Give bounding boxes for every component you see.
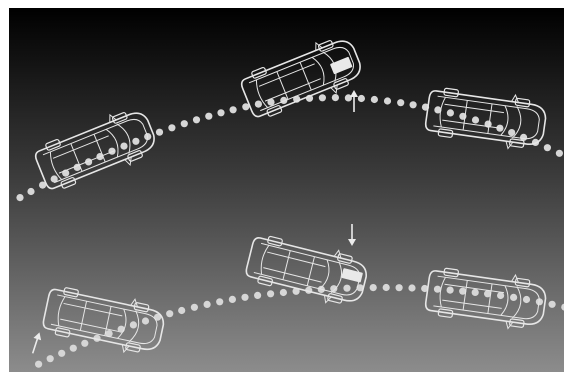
path-dot <box>27 188 34 195</box>
path-dot <box>447 109 454 116</box>
path-dot <box>230 106 237 113</box>
path-dot <box>510 294 517 301</box>
path-dot <box>70 345 77 352</box>
path-dot <box>216 298 223 305</box>
path-dot <box>217 109 224 116</box>
path-dot <box>267 290 274 297</box>
path-dot <box>549 301 556 308</box>
path-dot <box>472 116 479 123</box>
path-dot <box>47 355 54 362</box>
path-dot <box>193 116 200 123</box>
path-dot <box>396 284 403 291</box>
path-dot <box>241 294 248 301</box>
path-dot <box>255 101 262 108</box>
path-dot <box>130 321 137 328</box>
path-dot <box>168 124 175 131</box>
path-dot <box>191 304 198 311</box>
path-dot <box>343 285 350 292</box>
path-dot <box>330 285 337 292</box>
path-dot <box>142 317 149 324</box>
path-dot <box>397 99 404 106</box>
path-dot <box>280 289 287 296</box>
path-dot <box>120 143 127 150</box>
path-dot <box>156 129 163 136</box>
path-dot <box>58 350 65 357</box>
path-dot <box>383 284 390 291</box>
path-dot <box>472 289 479 296</box>
path-dot <box>410 101 417 108</box>
path-dot <box>371 96 378 103</box>
path-dot <box>497 292 504 299</box>
path-dot <box>254 292 261 299</box>
path-dot <box>556 150 563 157</box>
path-dot <box>508 129 515 136</box>
path-dot <box>544 144 551 151</box>
path-dot <box>181 120 188 127</box>
path-dot <box>384 97 391 104</box>
path-dot <box>332 94 339 101</box>
path-dot <box>523 296 530 303</box>
path-dot <box>81 340 88 347</box>
path-dot <box>370 284 377 291</box>
path-dot <box>35 361 42 368</box>
path-dot <box>358 95 365 102</box>
diagram-panel <box>9 8 564 372</box>
path-dot <box>132 138 139 145</box>
lane-change-diagram <box>9 8 564 372</box>
path-dot <box>345 94 352 101</box>
path-dot <box>166 310 173 317</box>
path-dot <box>178 307 185 314</box>
path-dot <box>205 113 212 120</box>
path-dot <box>16 194 23 201</box>
path-dot <box>319 94 326 101</box>
path-dot <box>408 284 415 291</box>
path-dot <box>447 287 454 294</box>
path-dot <box>229 296 236 303</box>
path-dot <box>204 301 211 308</box>
